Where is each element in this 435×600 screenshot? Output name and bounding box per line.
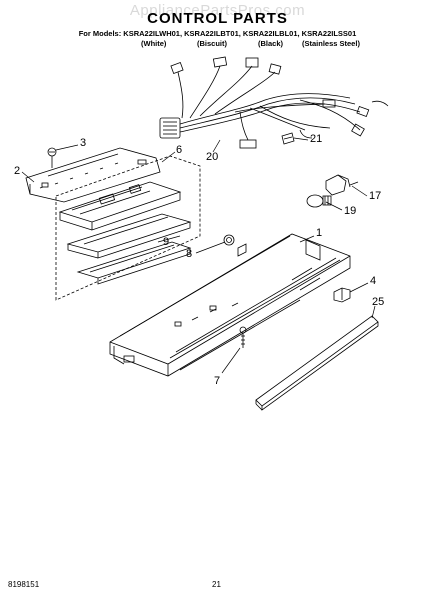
callout-19: 19 <box>344 205 356 217</box>
control-housing <box>109 233 351 377</box>
callout-6: 6 <box>176 144 182 156</box>
display-board <box>66 213 192 285</box>
control-board <box>58 181 182 231</box>
light-bulb <box>306 194 332 208</box>
callout-8: 8 <box>186 248 192 260</box>
variant-biscuit: (Biscuit) <box>197 39 227 48</box>
variant-stainless: (Stainless Steel) <box>302 39 360 48</box>
screw-part-7 <box>239 326 247 348</box>
grommet-part-8 <box>223 234 235 246</box>
page-title: CONTROL PARTS <box>147 10 288 27</box>
screw-part-3 <box>47 147 57 168</box>
variant-white: (White) <box>141 39 167 48</box>
trim-strip <box>255 315 379 411</box>
wire-harness <box>159 56 389 149</box>
watermark: AppliancePartsPros.com <box>129 2 306 19</box>
callout-25: 25 <box>372 296 384 308</box>
callout-2: 2 <box>14 165 20 177</box>
callout-1: 1 <box>316 227 322 239</box>
control-base-plate <box>25 147 161 203</box>
callout-20: 20 <box>206 151 218 163</box>
clip-part-21 <box>281 132 295 145</box>
dashed-group-boundary <box>55 155 201 301</box>
lamp-socket <box>325 174 359 196</box>
callout-21: 21 <box>310 133 322 145</box>
lamp-clip <box>333 287 351 303</box>
variant-black: (Black) <box>258 39 284 48</box>
page-number: 21 <box>212 580 221 589</box>
callout-17: 17 <box>369 190 381 202</box>
callout-3: 3 <box>80 137 86 149</box>
document-number: 8198151 <box>8 580 40 589</box>
callout-7: 7 <box>214 375 220 387</box>
callout-9: 9 <box>163 236 169 248</box>
callout-4: 4 <box>370 275 376 287</box>
leader-lines <box>21 137 376 374</box>
model-list: For Models: KSRA22ILWH01, KSRA22ILBT01, … <box>78 29 357 38</box>
